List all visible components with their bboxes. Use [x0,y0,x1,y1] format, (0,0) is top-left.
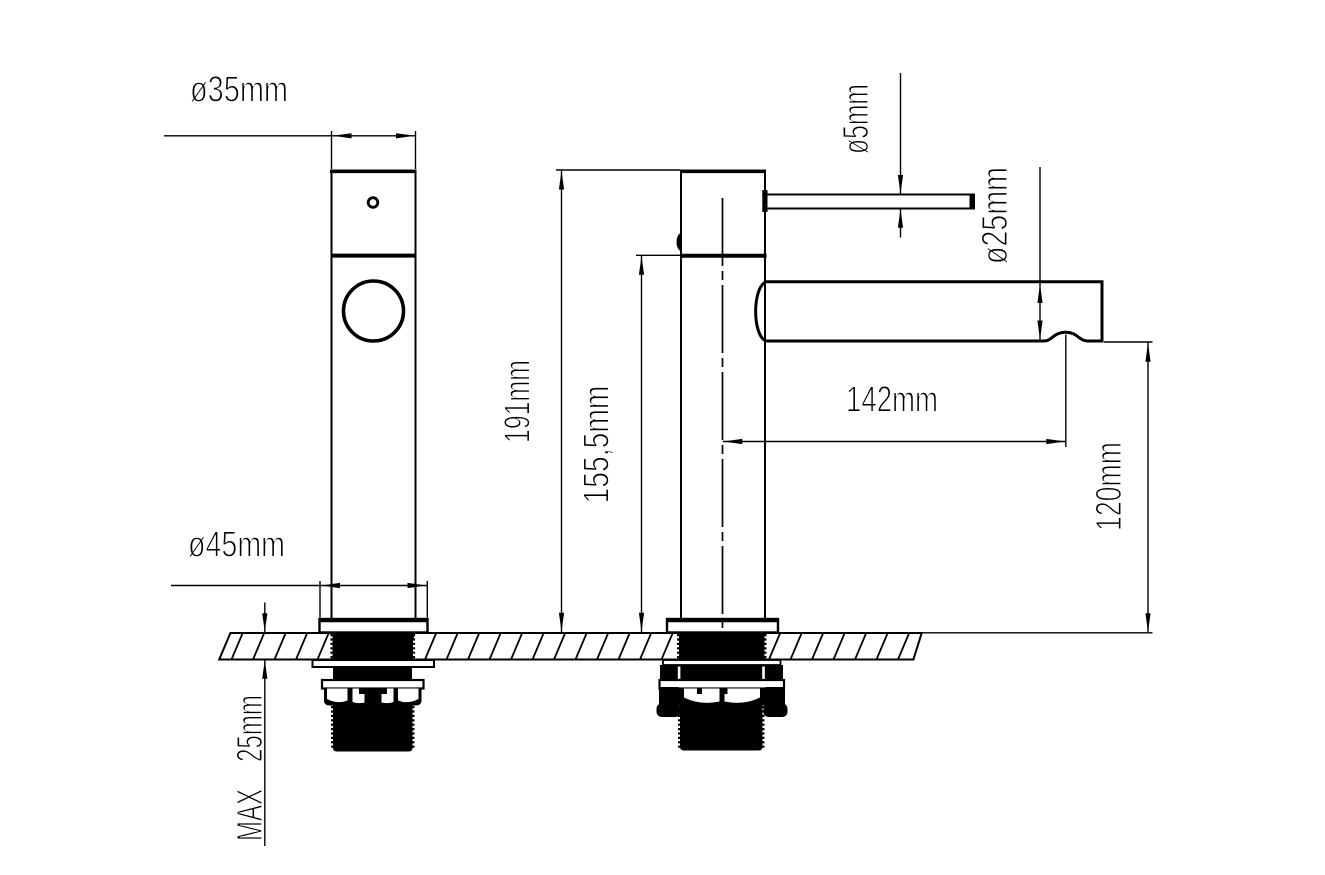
svg-text:191mm: 191mm [497,360,538,443]
svg-text:142mm: 142mm [846,379,938,420]
svg-text:120mm: 120mm [1088,442,1129,531]
svg-text:25mm: 25mm [229,695,270,762]
svg-text:ø25mm: ø25mm [974,167,1015,264]
svg-text:155,5mm: 155,5mm [576,386,617,504]
svg-text:ø35mm: ø35mm [190,69,288,110]
svg-text:ø5mm: ø5mm [835,84,876,154]
svg-text:MAX: MAX [229,789,270,841]
svg-text:ø45mm: ø45mm [188,524,285,565]
